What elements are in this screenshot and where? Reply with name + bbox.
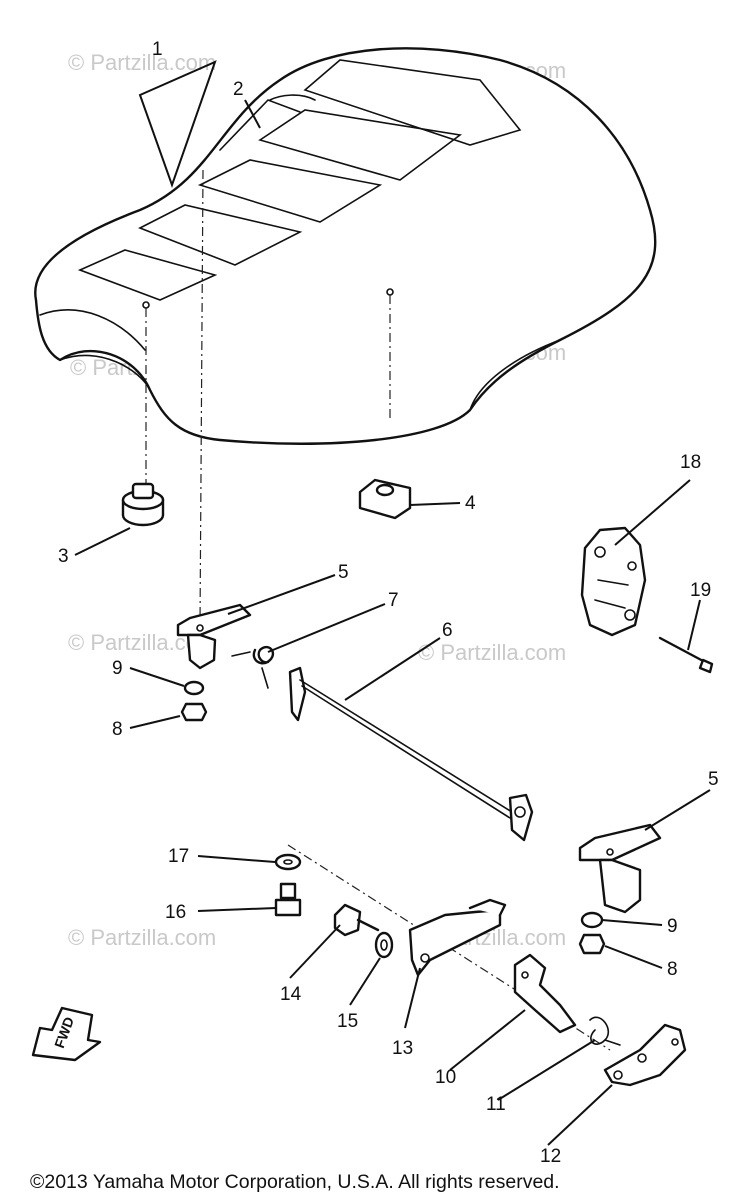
callout-label: 7	[388, 590, 399, 611]
callout-leaders	[74, 99, 711, 1146]
small-spring-drawing	[589, 1016, 621, 1046]
callout-label: 8	[112, 719, 123, 740]
callout-numbers: 1 2 3 4 5 6 7 8 9 10 11 12 13 14 15 16 1…	[58, 39, 719, 1167]
callout-label: 5	[708, 769, 719, 790]
copyright-text: ©2013 Yamaha Motor Corporation, U.S.A. A…	[30, 1171, 560, 1193]
spring-drawing	[231, 645, 275, 689]
callout-label: 13	[392, 1038, 413, 1059]
callout-label: 15	[337, 1011, 358, 1032]
washer-nut-right-drawing	[578, 911, 606, 955]
seat-drawing	[34, 47, 657, 445]
callout-label: 18	[680, 452, 701, 473]
callout-label: 6	[442, 620, 453, 641]
hook-drawing	[603, 1023, 687, 1087]
watermark-text: © Partzilla.com	[68, 50, 216, 75]
rod-drawing	[288, 666, 534, 842]
callout-label: 12	[540, 1146, 561, 1167]
clip-drawing	[358, 478, 412, 520]
callout-label: 17	[168, 846, 189, 867]
callout-label: 8	[667, 959, 678, 980]
lever-drawing	[513, 953, 577, 1034]
callout-label: 14	[280, 984, 302, 1005]
callout-label: 19	[690, 580, 711, 601]
callout-1-leader	[138, 60, 217, 189]
washer-nut-left-drawing	[180, 680, 208, 722]
callout-label: 2	[233, 79, 244, 100]
callout-label: 9	[112, 658, 123, 679]
callout-label: 4	[465, 493, 476, 514]
forward-arrow: FWD	[31, 1006, 102, 1062]
bracket-lower-drawing	[578, 823, 662, 914]
callout-label: 16	[165, 902, 186, 923]
callout-label: 3	[58, 546, 69, 567]
watermark-text: © Partzilla.com	[68, 925, 216, 950]
latch-drawing	[580, 526, 647, 637]
callout-label: 10	[435, 1067, 456, 1088]
washer-bolt-drawing	[274, 853, 302, 917]
watermark-text: © Partzilla.com	[418, 640, 566, 665]
callout-label: 5	[338, 562, 349, 583]
callout-label: 11	[486, 1094, 506, 1115]
damper-drawing	[121, 482, 165, 527]
bolt-washer-drawing	[333, 903, 394, 959]
bolt-long-drawing	[658, 636, 714, 674]
hook-bracket-drawing	[408, 898, 507, 977]
callout-label: 9	[667, 916, 678, 937]
callout-label: 1	[152, 39, 163, 60]
